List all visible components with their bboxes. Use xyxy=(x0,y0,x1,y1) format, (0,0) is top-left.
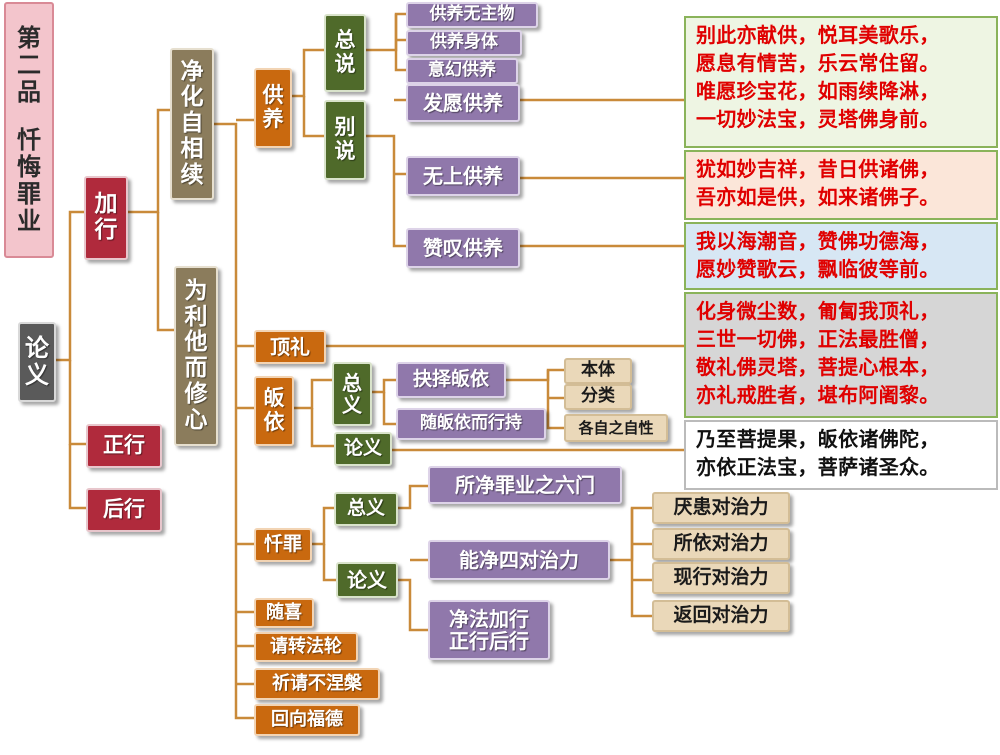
verse-line: 吾亦如是供，如来诸佛子。 xyxy=(696,185,940,209)
verse-line: 愿妙赞歌云，飘临彼等前。 xyxy=(696,257,940,281)
node-gy-zantan: 赞叹供养 xyxy=(406,228,520,268)
node-suiguiyi: 随皈依而行持 xyxy=(396,408,546,440)
node-bieshuo: 别说 xyxy=(324,100,366,180)
verse-line: 唯愿珍宝花，如雨续降淋， xyxy=(696,79,940,103)
node-guiyi: 皈依 xyxy=(254,376,294,446)
node-gezi: 各自之自性 xyxy=(564,414,668,442)
node-lunyi-root: 论义 xyxy=(18,322,56,402)
node-yanhuan: 厌患对治力 xyxy=(652,492,790,524)
verse-line: 我以海潮音，赞佛功德海， xyxy=(696,229,940,253)
node-suoyi: 所依对治力 xyxy=(652,528,790,560)
node-chanzui: 忏罪 xyxy=(254,528,312,562)
node-gongyang: 供养 xyxy=(254,68,292,148)
verse-line: 化身微尘数，匍匐我顶礼， xyxy=(696,299,940,323)
verse-box: 我以海潮音，赞佛功德海， 愿妙赞歌云，飘临彼等前。 xyxy=(684,222,998,290)
node-liumen: 所净罪业之六门 xyxy=(428,466,622,504)
node-dingli: 顶礼 xyxy=(254,330,326,364)
node-gy-wuzhu: 供养无主物 xyxy=(406,2,538,28)
verse-box: 犹如妙吉祥，昔日供诸佛， 吾亦如是供，如来诸佛子。 xyxy=(684,150,998,220)
node-sidui: 能净四对治力 xyxy=(428,540,610,580)
title-char: 悔 xyxy=(17,153,41,182)
verse-line: 三世一切佛，正法最胜僧， xyxy=(696,327,940,351)
node-zongshuo: 总说 xyxy=(324,14,366,92)
verse-line: 一切妙法宝，灵塔佛身前。 xyxy=(696,107,940,131)
node-jingfa-line: 净法加行 xyxy=(449,606,529,631)
node-weilita: 为利他而修心 xyxy=(174,266,218,446)
node-huixiang: 回向福德 xyxy=(254,704,360,736)
verse-line: 别此亦献供，悦耳美歌乐， xyxy=(696,23,940,47)
verse-box: 乃至菩提果，皈依诸佛陀， 亦依正法宝，菩萨诸圣众。 xyxy=(684,420,998,490)
verse-line: 乃至菩提果，皈依诸佛陀， xyxy=(696,427,940,451)
verse-line: 敬礼佛灵塔，菩提心根本， xyxy=(696,355,940,379)
verse-line: 亦礼戒胜者，堪布阿阇黎。 xyxy=(696,383,940,407)
node-jingfa: 净法加行正行后行 xyxy=(428,600,550,660)
title-char: 罪 xyxy=(17,180,41,209)
node-qiqing: 祈请不涅槃 xyxy=(254,668,380,700)
title-char: 品 xyxy=(17,77,41,106)
node-suixi: 随喜 xyxy=(254,598,314,628)
node-jinghua: 净化自相续 xyxy=(170,48,214,200)
verse-line: 愿息有情苦，乐云常住留。 xyxy=(696,51,940,75)
title-char: 业 xyxy=(17,206,41,235)
title-char: 第 xyxy=(17,24,41,53)
node-jingfa-line: 正行后行 xyxy=(449,629,529,653)
node-guiyi-lunyi: 论义 xyxy=(334,432,392,466)
node-gy-wushang: 无上供养 xyxy=(406,156,520,196)
chapter-title: 第二品 忏悔罪业 xyxy=(4,2,54,258)
node-chan-zongyi: 总义 xyxy=(334,492,398,526)
node-gy-fayuan: 发愿供养 xyxy=(406,84,520,122)
node-gy-yihuan: 意幻供养 xyxy=(406,58,518,84)
node-xianxing: 现行对治力 xyxy=(652,562,790,594)
node-benti: 本体 xyxy=(564,358,632,384)
node-zhengxing: 正行 xyxy=(86,424,162,468)
node-houxing: 后行 xyxy=(86,488,162,532)
node-fenlei: 分类 xyxy=(564,384,632,410)
node-jueze: 抉择皈依 xyxy=(396,362,506,398)
node-fanhui: 返回对治力 xyxy=(652,600,790,632)
title-char: 二 xyxy=(17,51,41,80)
title-char: 忏 xyxy=(17,126,41,155)
node-jiaxing: 加行 xyxy=(84,176,128,260)
verse-line: 犹如妙吉祥，昔日供诸佛， xyxy=(696,157,940,181)
verse-box: 别此亦献供，悦耳美歌乐， 愿息有情苦，乐云常住留。唯愿珍宝花，如雨续降淋， 一切妙法… xyxy=(684,16,998,148)
verse-line: 亦依正法宝，菩萨诸圣众。 xyxy=(696,455,940,479)
node-qingzhuan: 请转法轮 xyxy=(254,632,358,662)
node-gy-shenti: 供养身体 xyxy=(406,30,522,56)
node-chan-lunyi: 论义 xyxy=(336,562,398,598)
verse-box: 化身微尘数，匍匐我顶礼， 三世一切佛，正法最胜僧， 敬礼佛灵塔，菩提心根本， 亦礼戒胜… xyxy=(684,292,998,418)
node-guiyi-zongyi: 总义 xyxy=(332,362,372,426)
